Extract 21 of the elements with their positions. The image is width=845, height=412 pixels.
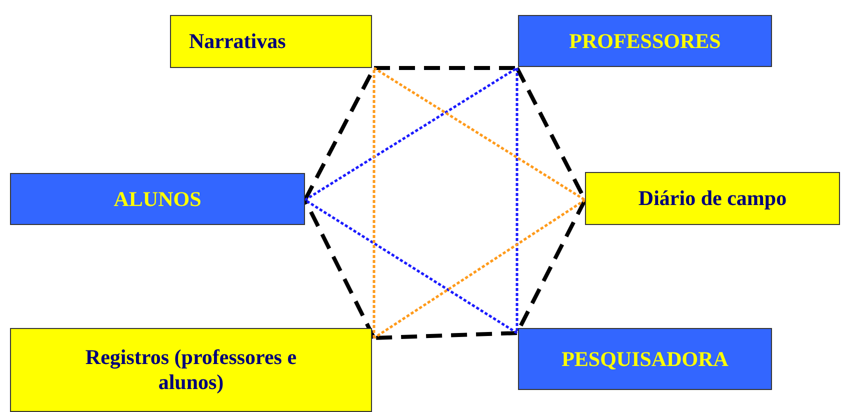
dotted-line — [373, 198, 586, 340]
node-label: Narrativas — [189, 29, 286, 54]
dotted-line — [372, 68, 376, 338]
label-box — [518, 328, 772, 390]
dotted-line — [516, 68, 518, 333]
dashed-line — [374, 331, 518, 340]
label-box — [10, 328, 372, 412]
dotted-line — [304, 198, 518, 334]
node-label: PROFESSORES — [569, 28, 721, 54]
dashed-line — [303, 199, 376, 339]
node-label: Registros (professores e alunos) — [84, 345, 298, 395]
node-label: Diário de campo — [638, 186, 787, 211]
label-box — [170, 15, 372, 68]
node-label: ALUNOS — [114, 186, 202, 212]
label-box — [518, 15, 772, 67]
dotted-line — [373, 66, 586, 202]
dotted-line — [304, 66, 518, 202]
label-box — [10, 173, 305, 225]
node-label: PESQUISADORA — [562, 346, 728, 372]
label-box — [585, 172, 840, 225]
dashed-line — [374, 66, 517, 70]
